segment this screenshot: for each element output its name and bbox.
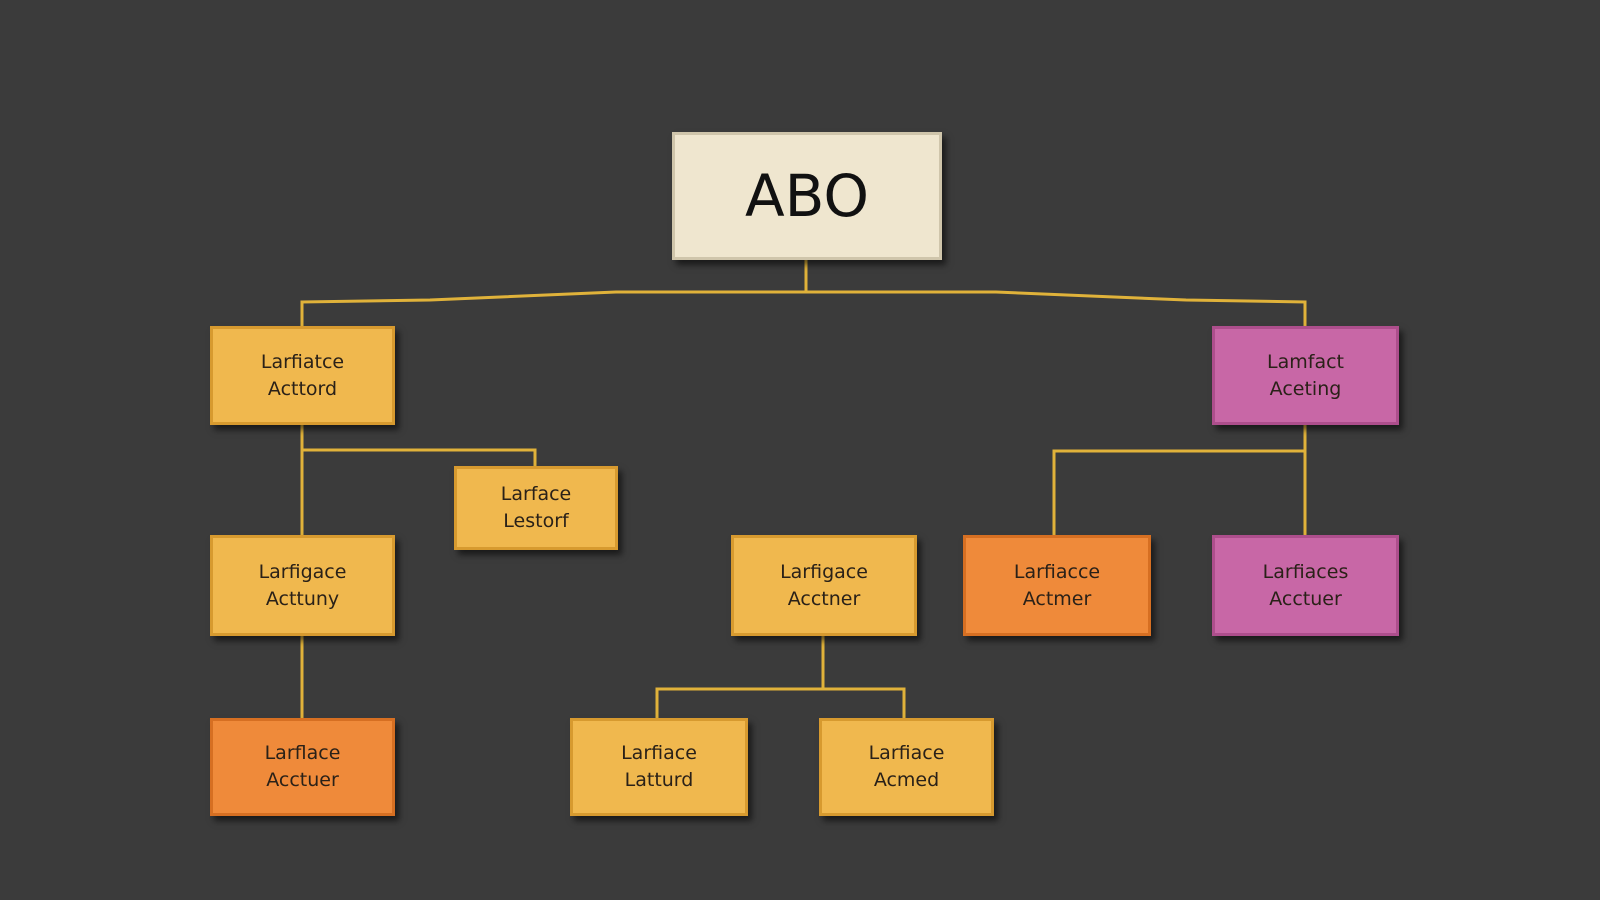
node-root: ABO [672,132,942,260]
node-n10-line2: Acmed [873,769,940,791]
node-n7-line1: Larfiaces [1262,560,1349,583]
node-n9: Larfiace Latturd [570,718,748,816]
node-n3: Larface Lestorf [454,466,618,550]
connector-top-bar [300,290,1307,304]
node-n9-line1: Larfiace [621,742,697,764]
node-n1: Larfiatce Acttord [210,326,395,425]
node-n4-line2: Acttuny [265,587,340,610]
node-n5: Larfigace Acctner [731,535,917,636]
node-n5-line1: Larfigace [780,560,868,583]
connector-n2-to-n6 [1052,449,1307,537]
node-n6-line1: Larfiacce [1013,560,1101,583]
node-n10-line1: Larfiace [868,742,945,764]
node-n7: Larfiaces Acctuer [1212,535,1399,636]
node-n6: Larfiacce Actmer [963,535,1151,636]
node-n4: Larfigace Acttuny [210,535,395,636]
node-n4-line1: Larfigace [258,560,347,583]
node-n10: Larfiace Acmed [819,718,994,816]
node-n8-line2: Acctuer [266,769,339,791]
node-n1-line1: Larfiatce [260,350,345,373]
node-n2: Lamfact Aceting [1212,326,1399,425]
node-n8: Larflace Acctuer [210,718,395,816]
node-n5-line2: Acctner [787,587,861,610]
node-n3-line1: Larface [500,483,572,505]
node-n8-line1: Larflace [264,742,341,764]
connector-n1-to-n3 [300,448,537,468]
node-n3-line2: Lestorf [503,510,569,532]
node-n1-line2: Acttord [267,377,338,400]
node-n6-line2: Actmer [1022,587,1092,610]
node-root-label: ABO [744,162,870,230]
node-n2-line2: Aceting [1269,377,1342,400]
node-n2-line1: Lamfact [1267,350,1344,373]
node-n9-line2: Latturd [624,769,694,791]
node-n7-line2: Acctuer [1269,587,1342,610]
